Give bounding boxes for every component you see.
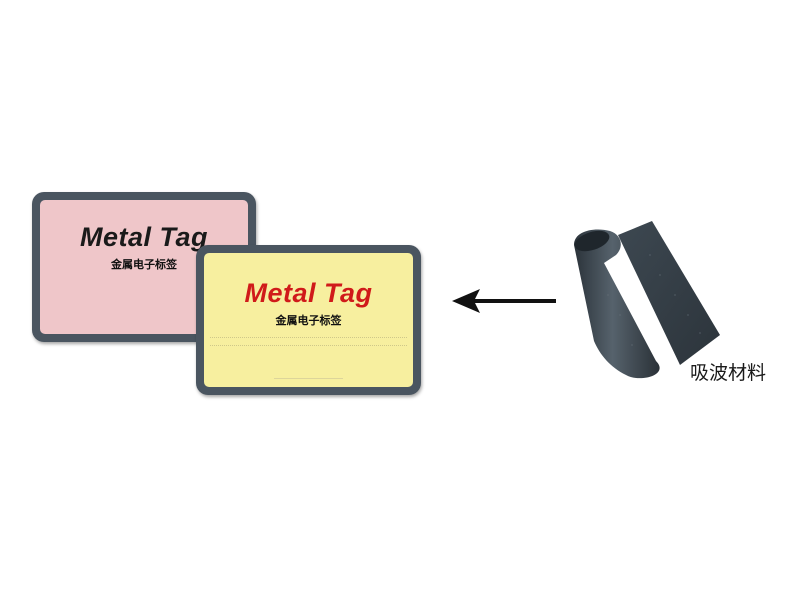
fine-print-line (210, 345, 407, 346)
metal-tag-card-yellow: Metal Tag 金属电子标签 (196, 245, 421, 395)
card-face: Metal Tag 金属电子标签 (204, 253, 413, 387)
roll-opening (574, 230, 610, 252)
absorber-material-label: 吸波材料 (690, 362, 767, 384)
absorber-material-roll (574, 221, 720, 379)
left-arrow-icon (452, 289, 556, 313)
card-title: Metal Tag (79, 222, 209, 252)
fine-print-line (210, 337, 407, 338)
card-title: Metal Tag (244, 278, 373, 308)
card-subtitle: 金属电子标签 (275, 314, 342, 327)
card-subtitle: 金属电子标签 (111, 258, 177, 271)
absorber-sheet (618, 221, 720, 365)
surface-texture (607, 254, 701, 346)
absorber-roll-body (574, 229, 660, 379)
fine-print-line (274, 378, 343, 379)
